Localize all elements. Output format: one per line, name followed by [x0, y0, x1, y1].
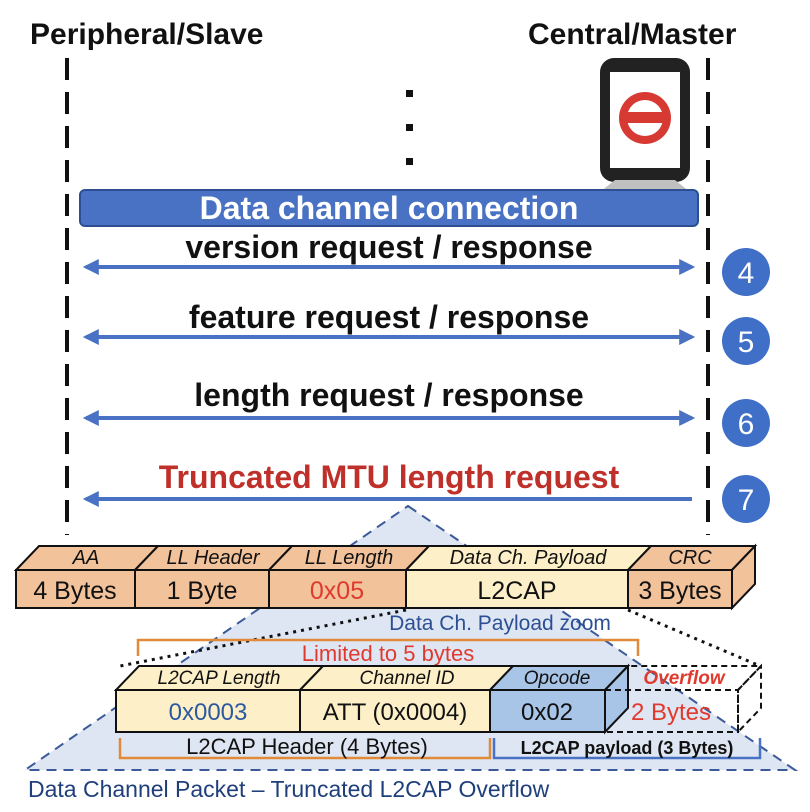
l2cap-front-channel: [299, 689, 491, 733]
figure-caption: Data Channel Packet – Truncated L2CAP Ov…: [28, 776, 550, 802]
packet-field-name-aa: AA: [72, 547, 100, 569]
step-number-6: 6: [738, 408, 755, 441]
message-label-truncated: Truncated MTU length request: [159, 459, 620, 495]
payload-bracket: [492, 738, 762, 760]
packet-field-value-aa: 4 Bytes: [33, 577, 116, 605]
step-badge-5: [722, 317, 770, 365]
step-number-4: 4: [738, 257, 755, 290]
central-title: Central/Master: [528, 18, 737, 51]
step-number-5: 5: [738, 326, 755, 359]
packet-side: [731, 543, 756, 611]
step-number-7: 7: [738, 484, 755, 517]
header-label: L2CAP Header (4 Bytes): [186, 734, 428, 759]
step-badge-6: [722, 399, 770, 447]
limit-bracket: [136, 638, 640, 656]
message-label-feature: feature request / response: [189, 299, 589, 335]
packet-field-name-llheader: LL Header: [166, 547, 260, 569]
packet-field-value-payload: L2CAP: [477, 577, 556, 605]
limit-label: Limited to 5 bytes: [302, 641, 474, 666]
overflow-block: [602, 663, 764, 735]
zoom-label: Data Ch. Payload zoom: [389, 612, 611, 635]
zoom-guide-right: [627, 608, 761, 668]
packet-front-aa: [15, 569, 136, 609]
connection-bar: [79, 189, 699, 227]
message-label-version: version request / response: [185, 229, 592, 265]
l2cap-front-opcode: [489, 689, 606, 733]
l2cap-block: [113, 663, 631, 735]
l2cap-field-value-overflow: 2 Bytes: [631, 699, 711, 726]
l2cap-field-value-channel: ATT (0x0004): [323, 699, 468, 726]
message-label-length: length request / response: [194, 377, 583, 413]
zoom-guide-left: [119, 608, 407, 668]
peripheral-title: Peripheral/Slave: [30, 18, 263, 51]
packet-field-name-lllength: LL Length: [305, 547, 394, 569]
packet-field-value-crc: 3 Bytes: [638, 577, 721, 605]
packet-field-name-payload: Data Ch. Payload: [450, 547, 608, 569]
ellipsis-dots: [406, 90, 413, 165]
connection-bar-label: Data channel connection: [200, 190, 579, 226]
l2cap-field-name-channel: Channel ID: [359, 668, 454, 689]
l2cap-field-name-opcode: Opcode: [524, 668, 591, 689]
packet-field-value-llheader: 1 Byte: [167, 577, 238, 605]
packet-field-name-crc: CRC: [668, 547, 712, 569]
l2cap-front-length: [115, 689, 301, 733]
phone-icon: [600, 58, 690, 192]
l2cap-field-name-overflow: Overflow: [643, 668, 726, 689]
l2cap-field-value-length: 0x0003: [169, 699, 248, 726]
packet-front-crc: [627, 569, 733, 609]
step-badge-7: [722, 475, 770, 523]
packet-front-lllength: [268, 569, 407, 609]
packet-block: [13, 543, 758, 611]
header-bracket: [118, 738, 492, 760]
step-badge-4: [722, 248, 770, 296]
l2cap-field-name-length: L2CAP Length: [158, 668, 281, 689]
l2cap-field-value-opcode: 0x02: [521, 699, 573, 726]
packet-field-value-lllength: 0x05: [310, 577, 364, 605]
payload-label: L2CAP payload (3 Bytes): [521, 738, 734, 758]
packet-front-payload: [405, 569, 629, 609]
